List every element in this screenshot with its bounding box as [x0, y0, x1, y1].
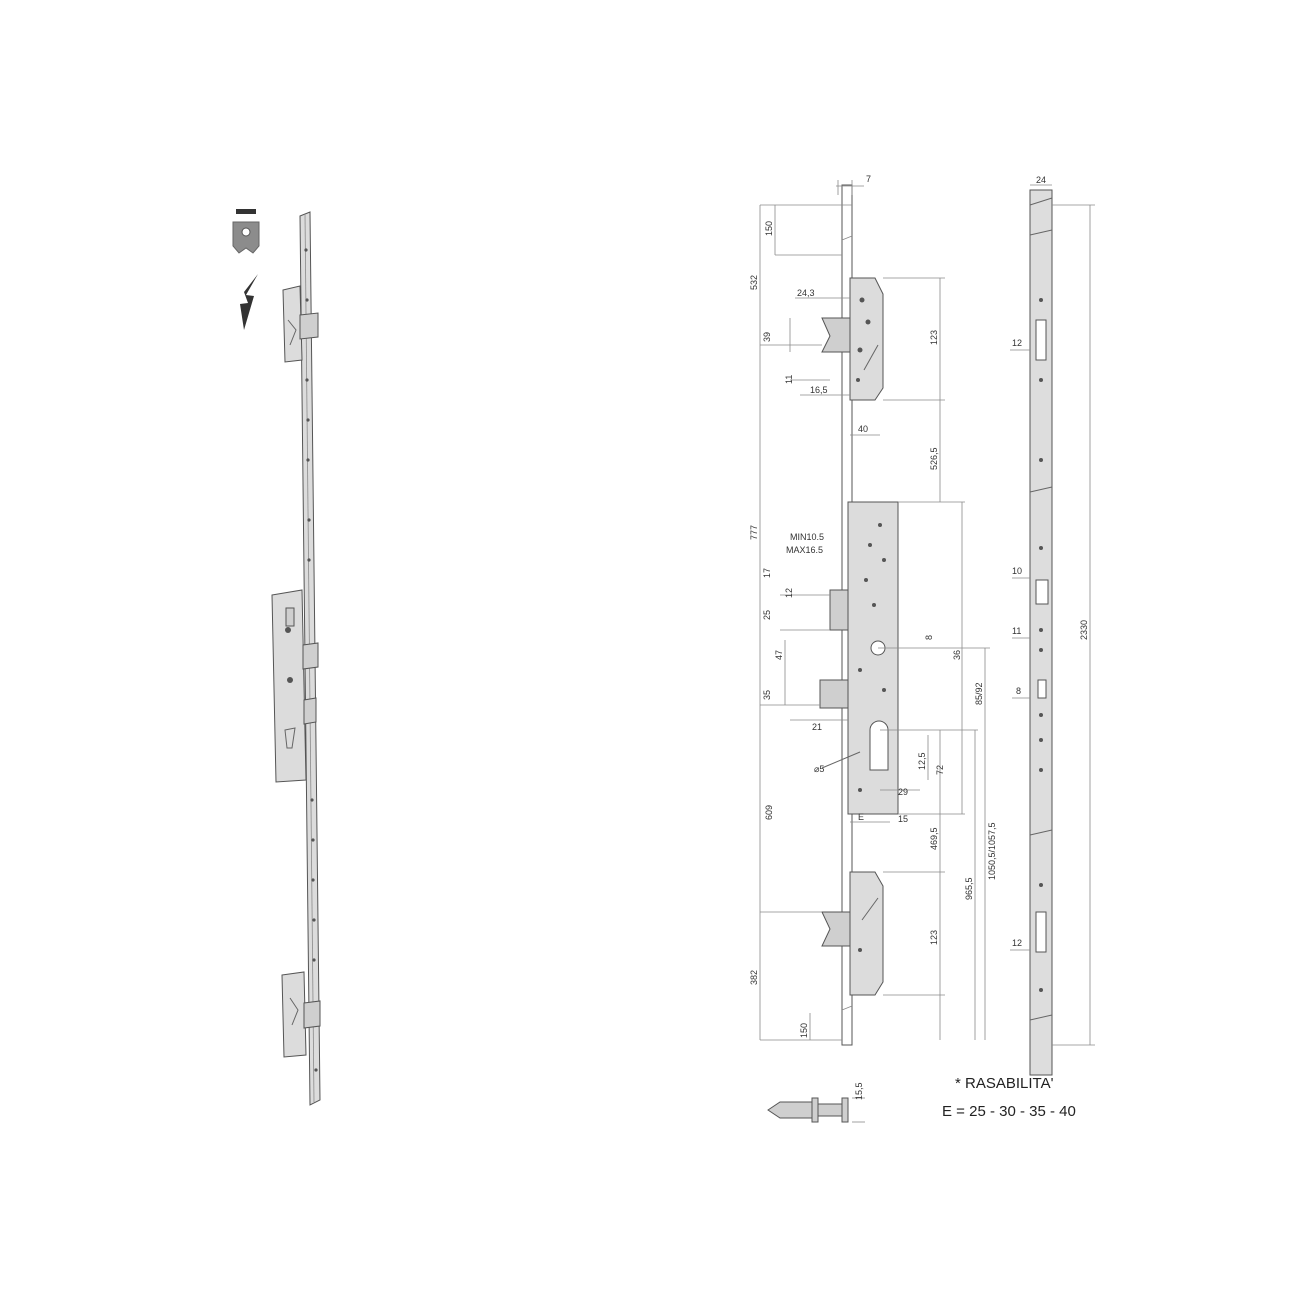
dim-777: 777: [749, 525, 759, 540]
dim-17: 17: [762, 568, 772, 578]
front-elevation-view: 7 150 532 24,3 39 11 16,5 123 40 526,5 7…: [749, 174, 997, 1046]
bolt-detail: 15,5: [767, 1082, 865, 1123]
dim-15-5: 15,5: [854, 1082, 864, 1100]
dim-609: 609: [764, 805, 774, 820]
dim-side-12-bottom: 12: [1012, 938, 1022, 948]
note-line-1: * RASABILITA': [955, 1075, 1054, 1092]
dim-150-bottom: 150: [799, 1023, 809, 1038]
dim-8: 8: [924, 635, 934, 640]
dim-85-92: 85/92: [974, 682, 984, 705]
dim-382: 382: [749, 970, 759, 985]
dim-2330: 2330: [1079, 620, 1089, 640]
dim-side-12-top: 12: [1012, 338, 1022, 348]
dim-526-5: 526,5: [929, 447, 939, 470]
dim-39: 39: [762, 332, 772, 342]
dim-min: MIN10.5: [790, 532, 824, 542]
dim-1050: 1050,5/1057,5: [987, 822, 997, 880]
lightning-icon: [240, 274, 258, 330]
dim-16-5: 16,5: [810, 385, 828, 395]
dim-7: 7: [866, 174, 871, 184]
perspective-lock-view: [271, 211, 321, 1106]
dim-29: 29: [898, 787, 908, 797]
dim-123: 123: [929, 330, 939, 345]
side-elevation-view: 24 12 10 11 8 12 2330: [1010, 175, 1095, 1076]
dim-side-8: 8: [1016, 686, 1021, 696]
dim-21: 21: [812, 722, 822, 732]
dim-469-5: 469,5: [929, 827, 939, 850]
dim-12-a: 12: [784, 588, 794, 598]
dim-965-5: 965,5: [964, 877, 974, 900]
note: * RASABILITA' E = 25 - 30 - 35 - 40: [942, 1075, 1076, 1120]
dim-40: 40: [858, 424, 868, 434]
dim-123-b: 123: [929, 930, 939, 945]
note-line-2: E = 25 - 30 - 35 - 40: [942, 1103, 1076, 1120]
dim-24-3: 24,3: [797, 288, 815, 298]
dim-E: E: [858, 812, 864, 822]
dim-36: 36: [952, 650, 962, 660]
bar-icon: [236, 209, 256, 214]
dim-15: 15: [898, 814, 908, 824]
dim-11-a: 11: [784, 375, 794, 384]
dim-25: 25: [762, 610, 772, 620]
dim-150-top: 150: [764, 221, 774, 236]
dim-side-11: 11: [1012, 626, 1021, 636]
dim-24: 24: [1036, 175, 1046, 185]
dim-side-10: 10: [1012, 566, 1022, 576]
dim-dia5: ⌀5: [814, 764, 824, 774]
dim-72: 72: [935, 765, 945, 775]
dim-532: 532: [749, 275, 759, 290]
cylinder-plate-icon: [232, 221, 260, 254]
icon-group: [232, 209, 260, 330]
dim-max: MAX16.5: [786, 545, 823, 555]
dim-12-5: 12,5: [917, 752, 927, 770]
dim-47: 47: [774, 650, 784, 660]
dim-35: 35: [762, 690, 772, 700]
